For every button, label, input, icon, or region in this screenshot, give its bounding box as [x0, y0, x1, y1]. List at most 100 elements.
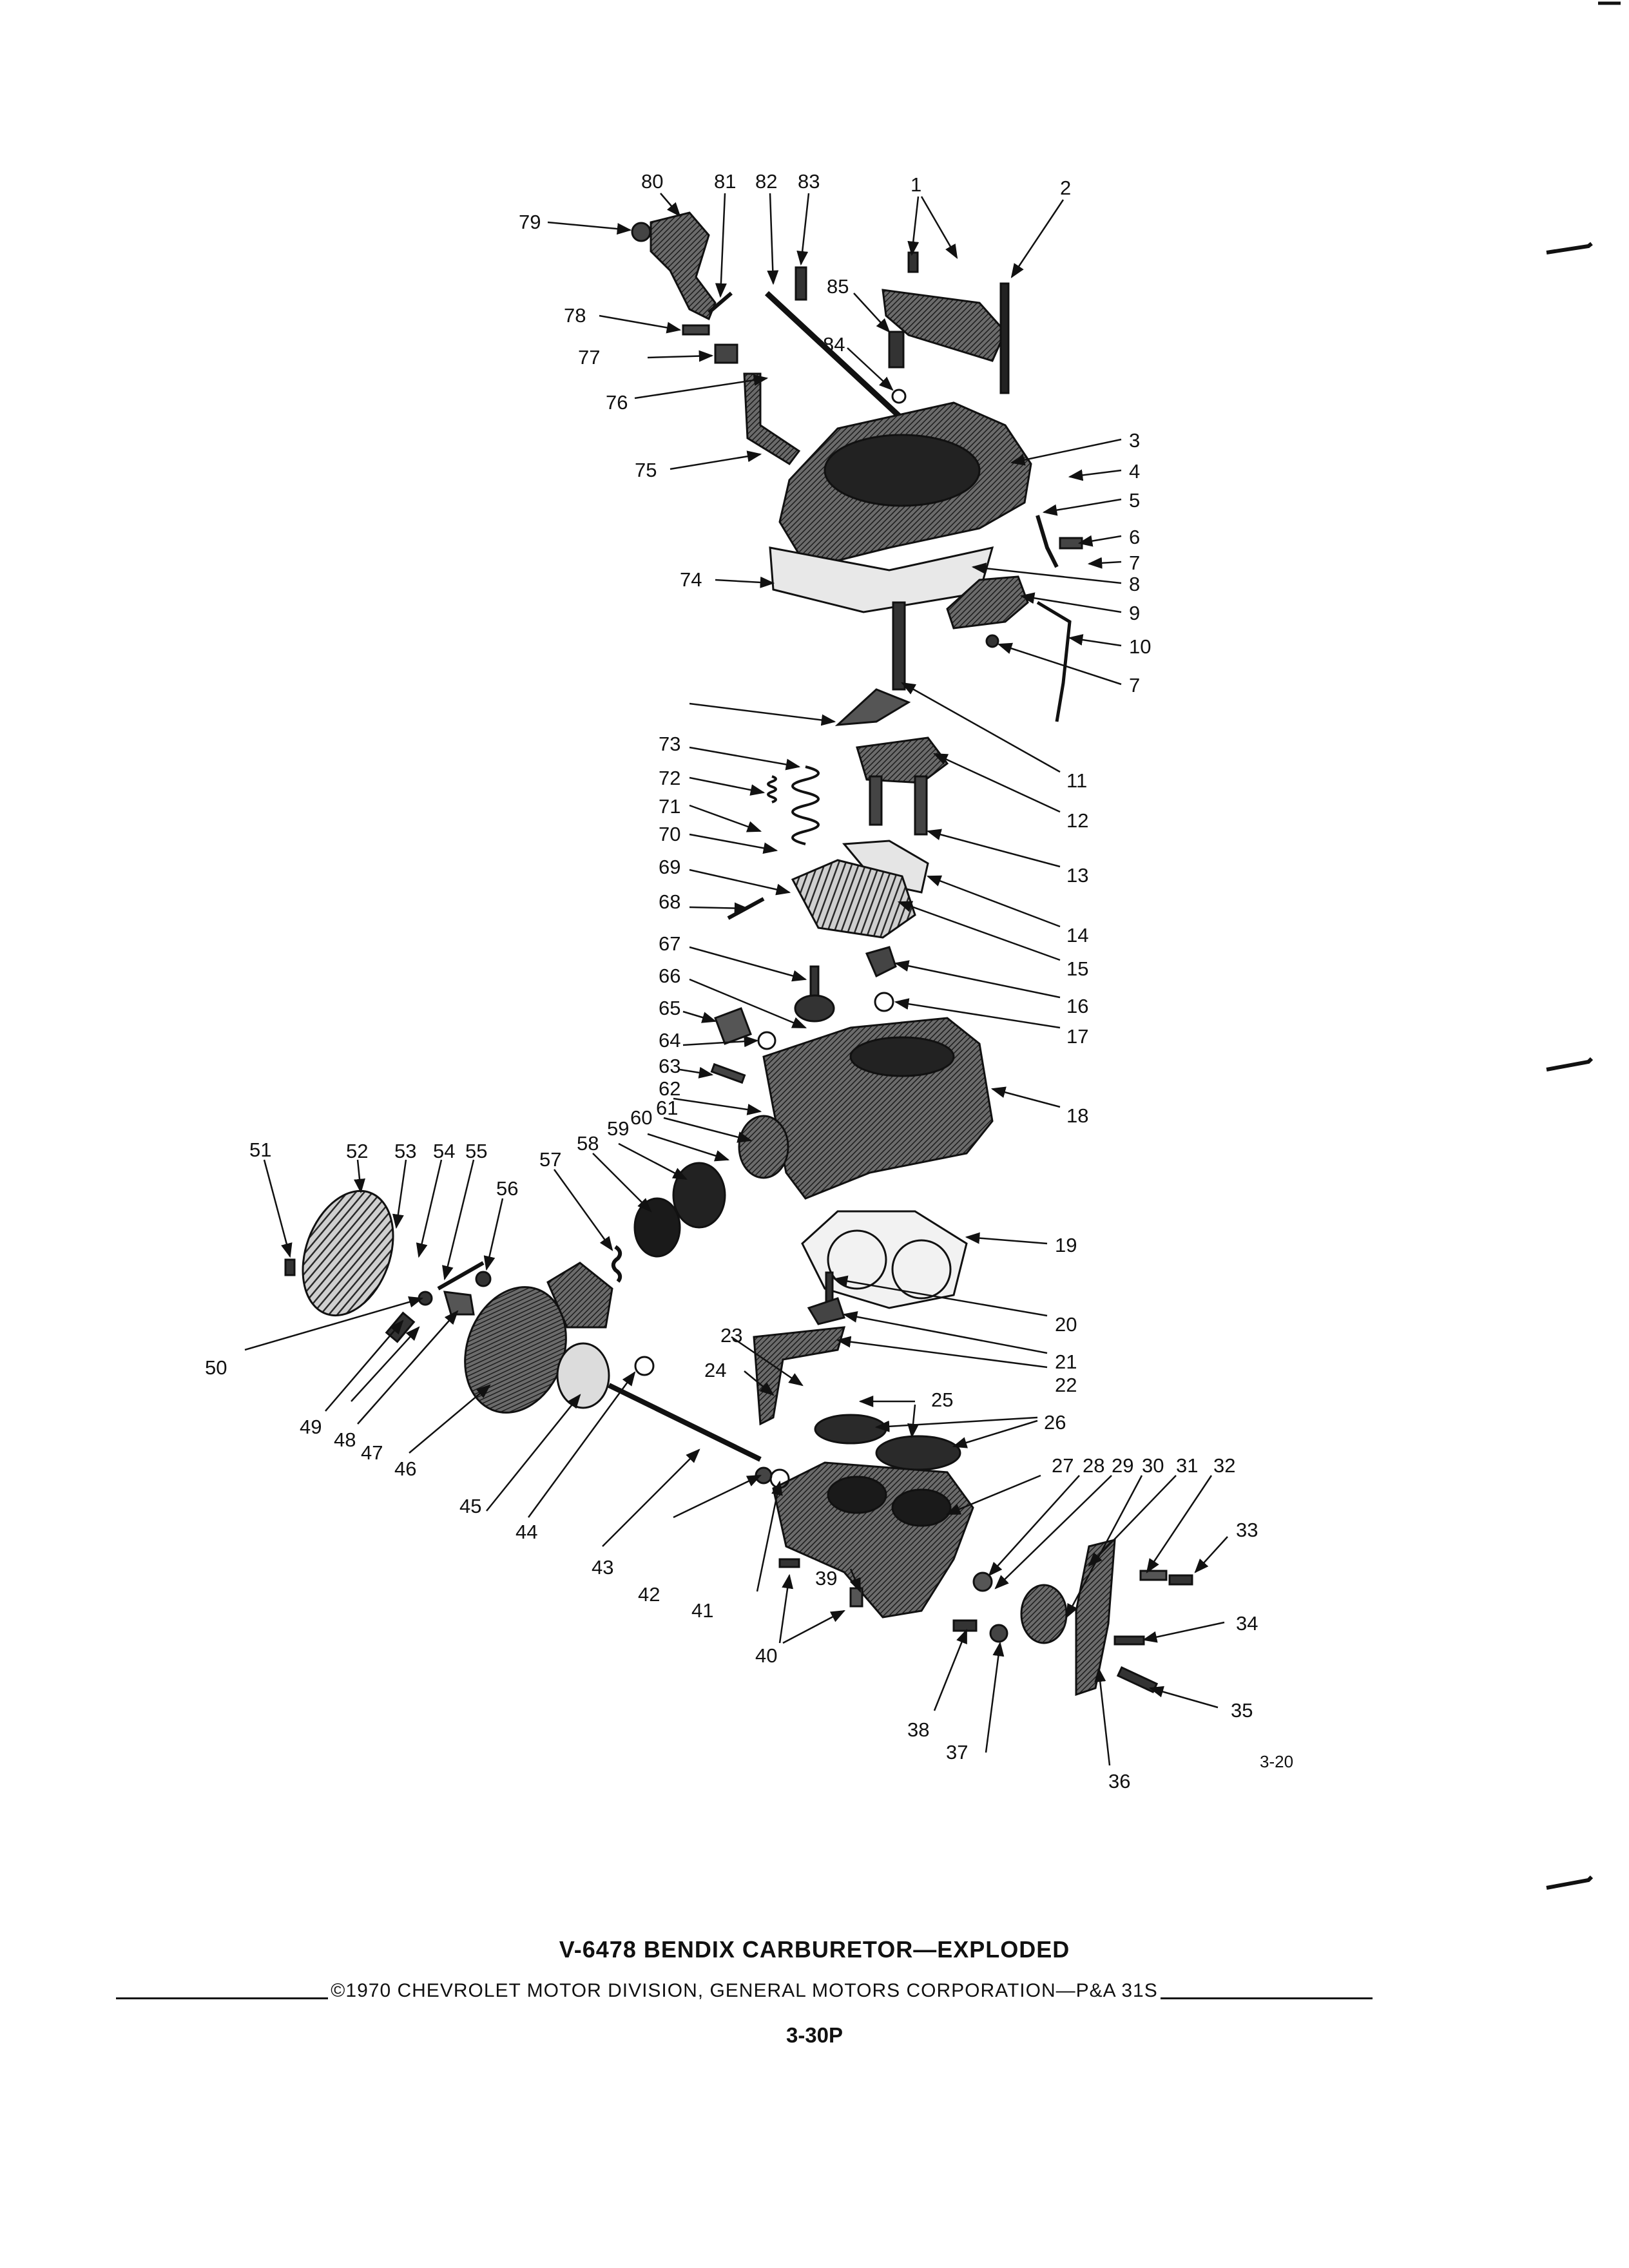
callout-8: 8 — [1129, 573, 1140, 595]
callout-numbers: 1 2 3 4 5 6 7 8 9 10 7 11 12 13 14 15 16… — [205, 170, 1293, 1792]
callout-6: 6 — [1129, 526, 1140, 548]
part-58-gasket — [633, 1197, 681, 1258]
part-68-float — [791, 859, 916, 939]
callout-84: 84 — [823, 333, 845, 356]
part-64-fitting — [714, 1007, 752, 1045]
part-56-screw — [475, 1271, 492, 1287]
part-85-plug — [888, 331, 905, 369]
callout-46: 46 — [394, 1457, 416, 1480]
callout-12: 12 — [1066, 809, 1088, 832]
part-44-clip — [634, 1356, 655, 1376]
callout-55: 55 — [465, 1140, 487, 1162]
part-40-screw — [778, 1558, 800, 1568]
part-55-rod — [437, 1261, 485, 1291]
callout-62: 62 — [659, 1077, 680, 1100]
callout-67: 67 — [659, 932, 680, 955]
callout-27: 27 — [1052, 1454, 1074, 1477]
part-37-nut — [989, 1624, 1008, 1643]
copyright-line: ©1970 CHEVROLET MOTOR DIVISION, GENERAL … — [116, 1980, 1373, 2002]
part-59-diaphragm — [672, 1162, 726, 1229]
callout-61: 61 — [656, 1097, 678, 1119]
callout-13: 13 — [1066, 864, 1088, 887]
callout-59: 59 — [607, 1117, 629, 1140]
callout-35: 35 — [1231, 1699, 1253, 1722]
callout-9: 9 — [1129, 602, 1140, 624]
part-78-screw — [682, 324, 710, 336]
callout-38: 38 — [907, 1718, 929, 1741]
part-42-bushing — [755, 1466, 773, 1485]
callout-68: 68 — [659, 890, 680, 913]
callout-73: 73 — [659, 733, 680, 755]
callout-16: 16 — [1066, 995, 1088, 1017]
callout-60: 60 — [630, 1106, 652, 1129]
part-43-shaft — [608, 1383, 762, 1462]
part-75-linkage — [743, 372, 801, 465]
part-47-lever — [443, 1291, 475, 1316]
part-63-gasket — [757, 1031, 776, 1050]
leader-lines — [244, 193, 1228, 1766]
part-83-screw — [795, 266, 807, 301]
part-32-spring — [1139, 1570, 1168, 1581]
callout-54: 54 — [433, 1140, 455, 1162]
callout-4: 4 — [1129, 460, 1140, 483]
part-2-rod — [999, 282, 1010, 394]
callout-31: 31 — [1176, 1454, 1198, 1477]
copyright-text: ©1970 CHEVROLET MOTOR DIVISION, GENERAL … — [331, 1980, 1158, 2001]
part-12-pump — [856, 736, 949, 784]
part-13-plunger-a — [869, 775, 883, 826]
part-27-bore-a — [827, 1475, 887, 1514]
part-26-plate-b — [875, 1435, 961, 1471]
callout-32: 32 — [1213, 1454, 1235, 1477]
part-31-hub — [1020, 1584, 1068, 1644]
callout-25: 25 — [931, 1389, 953, 1411]
callout-51: 51 — [249, 1139, 271, 1161]
part-81-pin — [708, 291, 733, 314]
callout-80: 80 — [641, 170, 663, 193]
part-62-screw — [710, 1062, 746, 1084]
callout-79: 79 — [519, 211, 541, 233]
callout-20: 20 — [1055, 1313, 1077, 1336]
part-60-cover — [738, 1115, 789, 1179]
callout-43: 43 — [592, 1556, 613, 1579]
callout-21: 21 — [1055, 1350, 1077, 1373]
part-20-screw — [825, 1271, 834, 1303]
margin-mark-bottom — [1546, 1875, 1594, 1890]
callout-74: 74 — [680, 568, 702, 591]
callout-48: 48 — [334, 1428, 356, 1451]
callout-7: 7 — [1129, 552, 1140, 574]
part-18-bowl-cavity — [849, 1036, 955, 1077]
callout-58: 58 — [577, 1132, 599, 1155]
part-79-nut — [631, 222, 651, 242]
part-80-lever — [650, 211, 717, 321]
part-52-housing — [302, 1189, 394, 1317]
part-5-link — [1036, 515, 1059, 568]
part-57-spring — [611, 1245, 622, 1283]
callout-65: 65 — [659, 997, 680, 1019]
callout-83: 83 — [798, 170, 820, 193]
figure-ref: 3-20 — [1260, 1752, 1293, 1771]
part-26-plate-a — [814, 1414, 887, 1445]
rule-left — [116, 1997, 329, 1999]
part-6-clip — [1059, 537, 1083, 550]
callout-14: 14 — [1066, 924, 1088, 947]
carburetor-parts — [284, 211, 1193, 1696]
rule-right — [1160, 1997, 1373, 1999]
page-number: 3-30P — [786, 2023, 843, 2047]
callout-15: 15 — [1066, 957, 1088, 980]
callout-22: 22 — [1055, 1374, 1077, 1396]
callout-29: 29 — [1112, 1454, 1133, 1477]
callout-18: 18 — [1066, 1104, 1088, 1127]
callout-19: 19 — [1055, 1234, 1077, 1256]
callout-52: 52 — [346, 1140, 368, 1162]
callout-26: 26 — [1044, 1411, 1066, 1434]
part-72-spring — [791, 765, 820, 845]
callout-45: 45 — [459, 1495, 481, 1517]
part-19-hole-b — [891, 1239, 952, 1300]
callout-42: 42 — [638, 1583, 660, 1606]
callout-34: 34 — [1236, 1612, 1258, 1635]
callout-37: 37 — [946, 1741, 968, 1763]
callout-39: 39 — [815, 1567, 837, 1590]
part-11-shaft — [892, 601, 906, 691]
part-7-nut — [985, 634, 999, 648]
